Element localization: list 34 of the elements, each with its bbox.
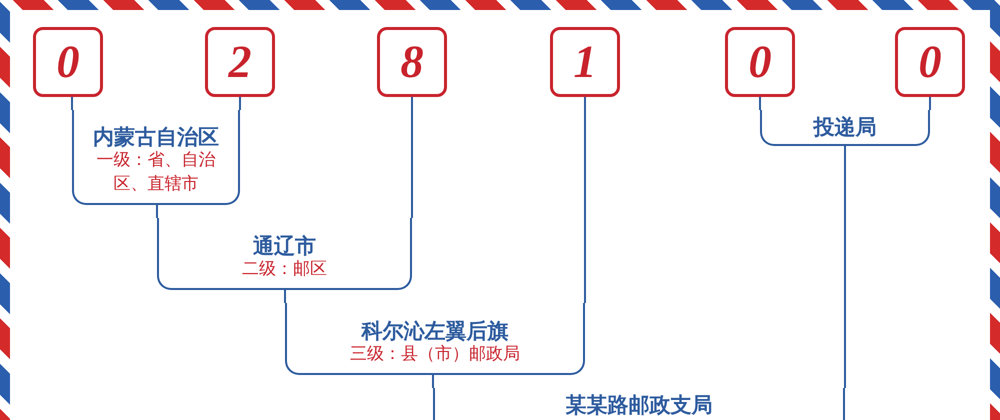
connector-line <box>759 97 761 110</box>
connector-line <box>239 97 241 110</box>
connector-line <box>432 375 434 388</box>
postcode-digit-box <box>33 27 103 97</box>
office-name: 通辽市 <box>253 233 316 258</box>
office-name: 科尔沁左翼后旗 <box>362 318 508 344</box>
connector-line <box>71 97 73 110</box>
postcode-digit: 0 <box>56 39 80 85</box>
postcode-digit: 2 <box>228 39 252 85</box>
connector-line <box>844 146 846 388</box>
office-name: 投递局 <box>814 114 876 140</box>
postcode-digit: 0 <box>918 39 942 85</box>
postcode-digit-box <box>205 27 275 97</box>
bracket-box <box>157 218 412 290</box>
bracket-box <box>760 110 930 146</box>
connector-line <box>584 97 586 303</box>
level-note: 三级：县（市）邮政局 <box>350 343 520 366</box>
office-name: 某某路邮政支局 <box>566 392 712 418</box>
bracket-box <box>285 303 585 375</box>
level-note: 一级：省、自治区、直辖市 <box>96 149 216 196</box>
connector-line <box>284 290 286 303</box>
postcode-digit: 0 <box>748 39 772 85</box>
office-name: 内蒙古自治区 <box>93 124 219 150</box>
postcode-digit: 1 <box>574 39 596 85</box>
postcode-digit-box <box>895 27 965 97</box>
level-note: 二级：邮区 <box>242 258 327 282</box>
connector-line <box>411 97 413 218</box>
postcode-digit-box <box>725 27 795 97</box>
postcode-digit-box <box>377 27 447 97</box>
postcode-digit-box <box>550 27 620 97</box>
connector-line <box>929 97 931 110</box>
postcode-digit: 8 <box>400 39 424 85</box>
bracket-box <box>72 110 240 205</box>
connector-line <box>156 205 158 218</box>
